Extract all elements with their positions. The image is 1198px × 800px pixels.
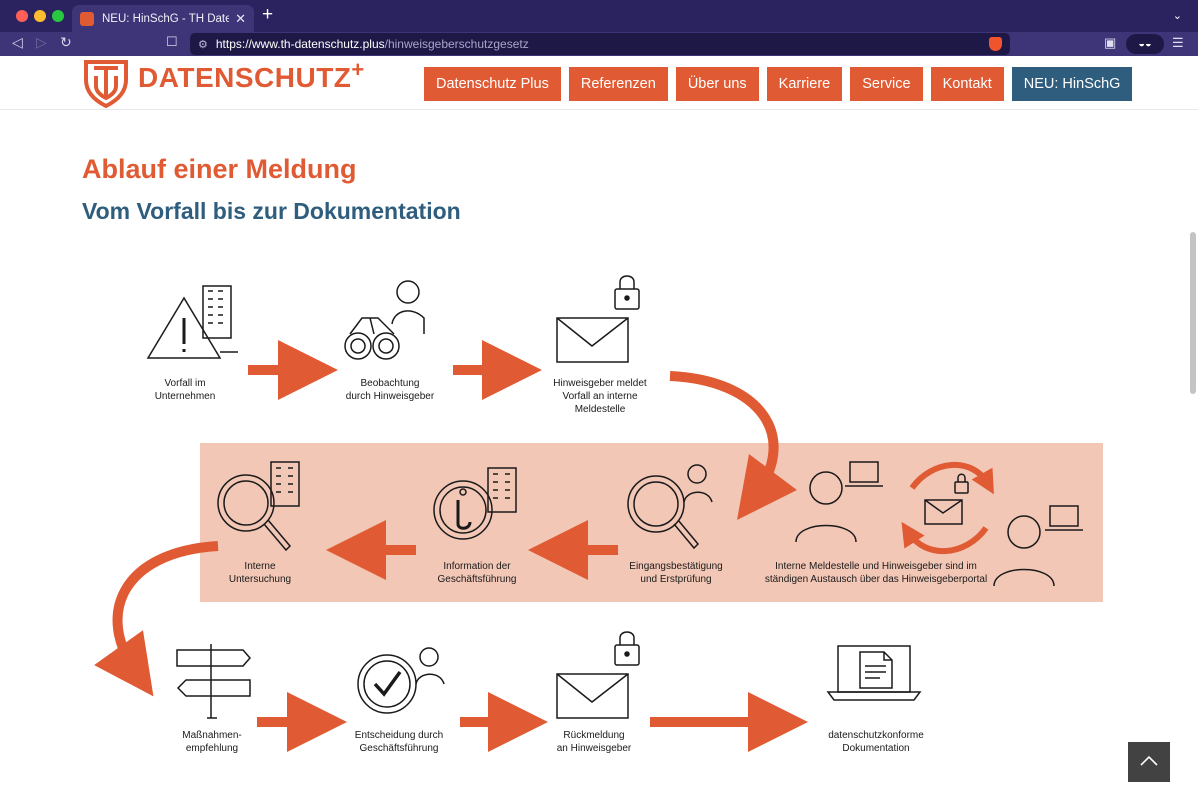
warning-triangle-icon <box>146 285 238 359</box>
minimize-window-button[interactable] <box>34 10 46 22</box>
brave-shield-icon[interactable] <box>989 37 1002 51</box>
main-navigation: Datenschutz Plus Referenzen Über uns Kar… <box>424 67 1133 101</box>
arrow-7-8-curved <box>94 541 219 697</box>
url-host: https://www.th-datenschutz.plus <box>215 37 385 51</box>
browser-tabbar: NEU: HinSchG - TH Datenschutz ✕ + ⌄ <box>0 0 1198 32</box>
forward-icon[interactable]: ▷ <box>36 34 47 50</box>
site-info-icon[interactable]: ⚙ <box>198 38 208 51</box>
nav-referenzen[interactable]: Referenzen <box>568 67 668 101</box>
nav-datenschutz-plus[interactable]: Datenschutz Plus <box>424 67 561 101</box>
tab-title: NEU: HinSchG - TH Datenschutz <box>102 12 230 25</box>
laptop-document-icon <box>826 645 922 701</box>
nav-neu-hinschg[interactable]: NEU: HinSchG <box>1011 67 1133 101</box>
browser-tab-active[interactable]: NEU: HinSchG - TH Datenschutz ✕ <box>72 5 254 32</box>
nav-ueber-uns[interactable]: Über uns <box>675 67 759 101</box>
binoculars-icon <box>344 280 425 360</box>
cycle-arrow-top <box>909 461 994 495</box>
bookmark-icon[interactable]: ☐ <box>166 34 178 49</box>
signpost-icon <box>176 644 251 719</box>
logo-plus: + <box>351 57 365 82</box>
chevron-up-icon <box>1140 755 1158 766</box>
nav-kontakt[interactable]: Kontakt <box>930 67 1004 101</box>
address-bar[interactable]: ⚙ https://www.th-datenschutz.plus /hinwe… <box>190 33 1010 55</box>
maximize-window-button[interactable] <box>52 10 64 22</box>
magnifier-building-icon <box>217 461 300 552</box>
portal-exchange-icon <box>795 461 1083 587</box>
page-subtitle: Vom Vorfall bis zur Dokumentation <box>82 198 461 224</box>
sidebar-toggle-icon[interactable]: ▣ <box>1104 35 1117 50</box>
checkmark-person-icon <box>357 647 445 714</box>
menu-icon[interactable]: ☰ <box>1172 35 1184 50</box>
reload-icon[interactable]: ↻ <box>60 34 72 50</box>
magnifier-person-icon <box>627 464 713 550</box>
logo-shield-icon[interactable] <box>82 58 130 108</box>
close-tab-icon[interactable]: ✕ <box>235 10 246 26</box>
web-page: DATENSCHUTZ+ Datenschutz Plus Referenzen… <box>0 56 1198 800</box>
logo-wordmark[interactable]: DATENSCHUTZ+ <box>138 57 365 94</box>
nav-service[interactable]: Service <box>850 67 923 101</box>
site-header: DATENSCHUTZ+ Datenschutz Plus Referenzen… <box>0 56 1198 110</box>
logo-text: DATENSCHUTZ <box>138 62 352 93</box>
page-title: Ablauf einer Meldung <box>82 154 357 184</box>
tab-list-chevron-icon[interactable]: ⌄ <box>1172 10 1182 22</box>
reader-glasses-icon[interactable]: ◒◒ <box>1126 34 1164 54</box>
url-path: /hinweisgeberschutzgesetz <box>384 37 529 51</box>
step-4-label: Interne Meldestelle und Hinweisgeber sin… <box>765 561 987 585</box>
browser-toolbar: ◁ ▷ ↻ ☐ ⚙ https://www.th-datenschutz.plu… <box>0 32 1198 56</box>
page-scrollbar[interactable] <box>1190 232 1196 394</box>
info-document-icon <box>433 467 517 540</box>
step-8-label: Maßnahmen-empfehlung <box>182 730 241 754</box>
arrow-3-5-curved <box>669 371 797 521</box>
close-window-button[interactable] <box>16 10 28 22</box>
new-tab-button[interactable]: + <box>262 4 274 25</box>
cycle-arrow-bottom <box>901 521 989 555</box>
nav-karriere[interactable]: Karriere <box>766 67 843 101</box>
back-icon[interactable]: ◁ <box>12 34 23 50</box>
site-favicon <box>80 11 94 26</box>
envelope-lock-icon <box>556 275 640 363</box>
envelope-lock-reply-icon <box>556 631 640 719</box>
scroll-to-top-button[interactable] <box>1128 742 1170 782</box>
